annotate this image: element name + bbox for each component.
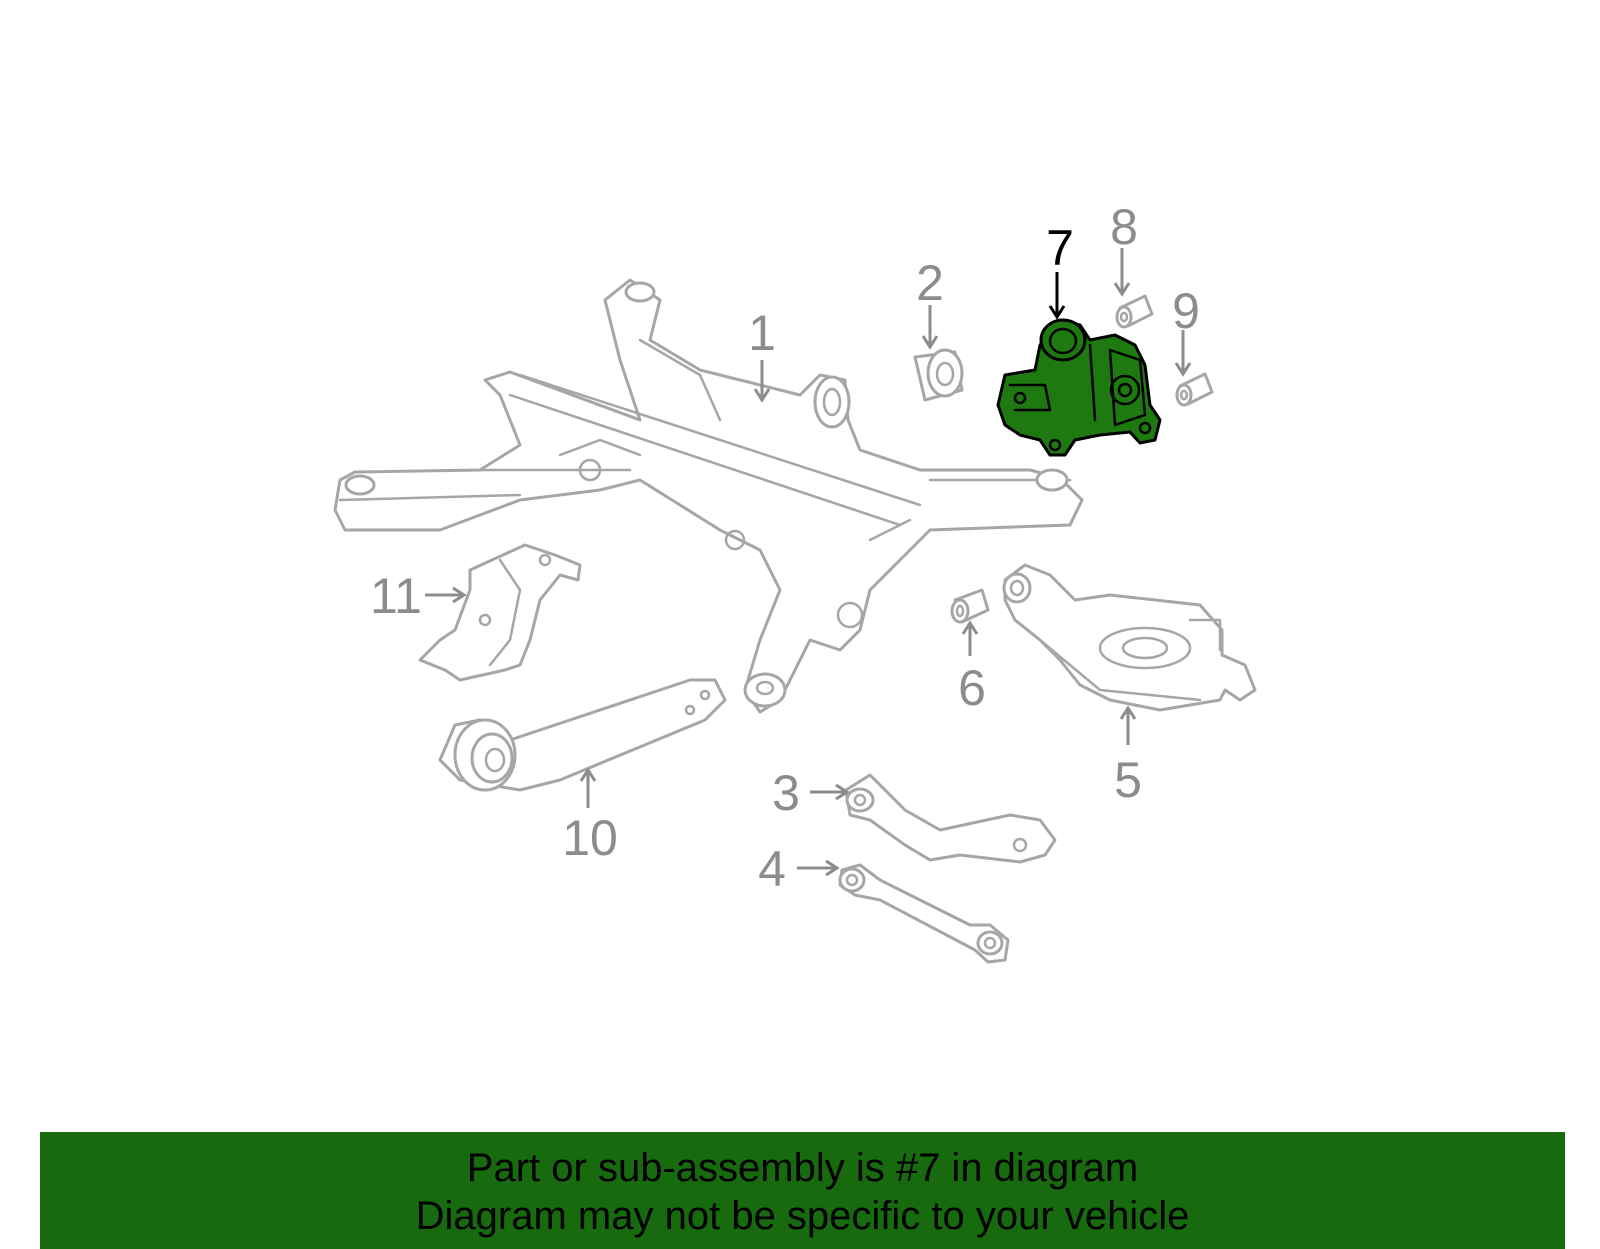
callout-8: 8	[1110, 199, 1138, 255]
callout-7: 7	[1046, 220, 1074, 276]
banner-disclaimer: Diagram may not be specific to your vehi…	[415, 1194, 1190, 1238]
part-7-knuckle-highlighted[interactable]	[996, 318, 1162, 457]
banner-part-note: Part or sub-assembly is #7 in diagram	[466, 1146, 1139, 1190]
callout-10: 10	[562, 810, 618, 866]
callout-3: 3	[772, 765, 800, 821]
part-5-lower-control-arm[interactable]	[1002, 563, 1257, 712]
callout-2: 2	[916, 255, 944, 311]
callout-5: 5	[1114, 752, 1142, 808]
part-11-bracket[interactable]	[418, 543, 582, 682]
part-6-bushing[interactable]	[950, 588, 990, 624]
info-banner: Part or sub-assembly is #7 in diagram Di…	[40, 1132, 1565, 1249]
callout-9: 9	[1172, 283, 1200, 339]
callout-1: 1	[748, 305, 776, 361]
part-8-bushing[interactable]	[1115, 294, 1154, 329]
part-1-subframe[interactable]	[333, 278, 1084, 714]
callout-6: 6	[958, 660, 986, 716]
callout-11: 11	[370, 568, 422, 624]
part-2-bushing[interactable]	[913, 348, 964, 402]
part-4-lateral-link[interactable]	[838, 863, 1010, 964]
part-3-control-arm[interactable]	[844, 773, 1057, 864]
callout-leaders	[425, 248, 1192, 877]
part-9-bushing[interactable]	[1175, 372, 1214, 407]
callout-4: 4	[758, 841, 786, 897]
part-10-trailing-arm[interactable]	[438, 678, 727, 792]
